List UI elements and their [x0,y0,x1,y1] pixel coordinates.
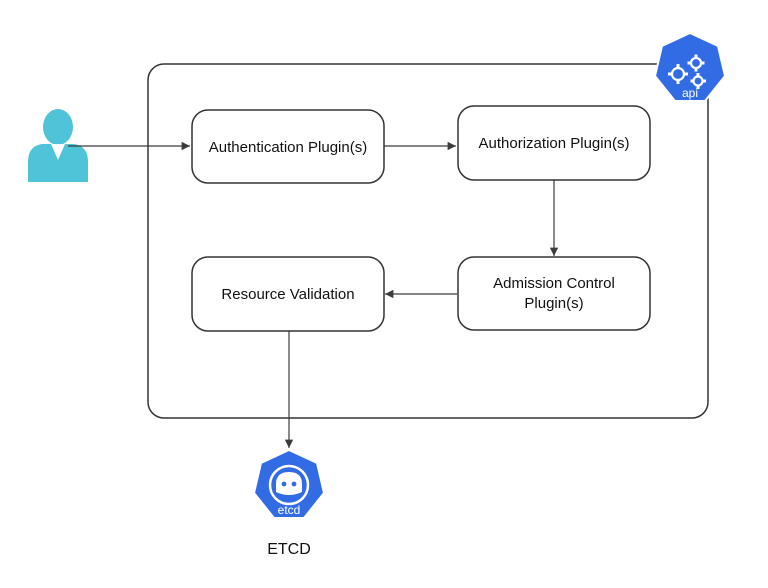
resource-validation-label: Resource Validation [221,286,354,303]
api-badge-label: api [682,86,698,100]
authorization-label: Authorization Plugin(s) [479,135,630,152]
admission-control-label-line2: Plugin(s) [524,295,583,312]
admission-control-node: Admission Control Plugin(s) [457,256,651,331]
authorization-node: Authorization Plugin(s) [457,105,651,181]
etcd-badge-label: etcd [278,503,301,517]
api-server-boundary [147,63,709,419]
admission-control-label-line1: Admission Control [493,275,615,292]
etcd-icon: etcd [252,448,326,519]
authentication-label: Authentication Plugin(s) [209,139,367,156]
api-server-icon: api [653,31,727,102]
etcd-caption: ETCD [267,541,311,558]
authentication-node: Authentication Plugin(s) [191,109,385,184]
resource-validation-node: Resource Validation [191,256,385,332]
user-icon [28,109,88,182]
